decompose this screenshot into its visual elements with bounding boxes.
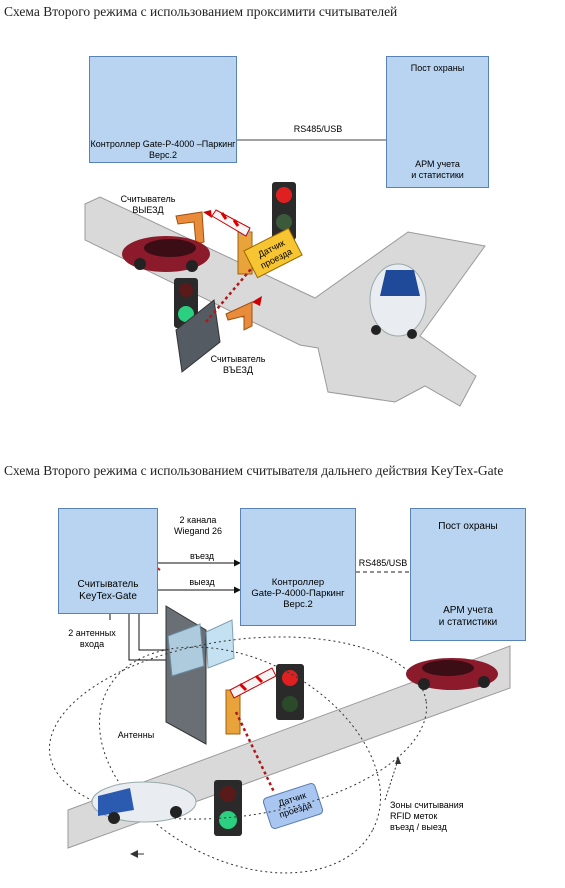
- car-red-2: [406, 658, 498, 690]
- zones-label: Зоны считывания RFID меток въезд / выезд: [390, 800, 464, 832]
- guard-post-panel-2: Пост охраны АРМ учета и статистики: [410, 508, 526, 641]
- workstation-label-2: АРМ учета и статистики: [438, 605, 498, 628]
- barrier-2: [225, 667, 277, 735]
- channels-label: 2 канала Wiegand 26: [173, 515, 223, 536]
- guard-post-panel-1: Пост охраны АРМ учета и статистики: [386, 56, 489, 188]
- traffic-light-2b: [214, 780, 242, 836]
- guard-post-title-1: Пост охраны: [410, 63, 465, 73]
- antenna-inputs-label: 2 антенных входа: [68, 628, 116, 649]
- car-red-1: [122, 236, 210, 272]
- entry-label: въезд: [189, 551, 215, 561]
- sensor-sign-2: [262, 782, 324, 830]
- traffic-light-1b: [174, 278, 198, 328]
- antenna-2: [205, 619, 235, 669]
- wall-1: [175, 299, 221, 373]
- controller-label-1: Контроллер Gate-P-4000 –Паркинг Верс.2: [90, 139, 236, 160]
- antenna-1: [167, 623, 205, 677]
- reader-entry-label: Считыватель ВЪЕЗД: [210, 354, 266, 375]
- rs485-label-2: RS485/USB: [358, 558, 408, 568]
- exit-label: выезд: [189, 577, 215, 587]
- sensor-sign-1: [243, 227, 303, 279]
- reader-exit-label: Считыватель ВЫЕЗД: [120, 194, 176, 215]
- controller-label-2: Контроллер Gate-P-4000-Паркинг Верс.2: [251, 577, 345, 610]
- reading-zone-1: [48, 636, 428, 820]
- reader-panel-2: Считыватель KeyTex-Gate: [58, 508, 158, 614]
- controller-panel-1: Контроллер Gate-P-4000 –Паркинг Верс.2: [89, 56, 237, 163]
- reader-label-2: Считыватель KeyTex-Gate: [77, 579, 139, 602]
- sensor-loop-2: [234, 711, 276, 793]
- controller-panel-2: Контроллер Gate-P-4000-Паркинг Верс.2: [240, 508, 356, 626]
- diagram1-title: Схема Второго режима с использованием пр…: [4, 4, 398, 19]
- car-white-1: [369, 263, 427, 339]
- reading-zone-2: [98, 646, 382, 874]
- diagram2-title: Схема Второго режима с использованием сч…: [4, 463, 504, 478]
- antennas-label: Антенны: [117, 730, 155, 740]
- traffic-light-2a: [276, 664, 304, 720]
- workstation-label-1: АРМ учета и статистики: [411, 159, 464, 180]
- car-white-2: [91, 781, 197, 824]
- guard-post-title-2: Пост охраны: [438, 521, 498, 532]
- rs485-label-1: RS485/USB: [293, 124, 343, 134]
